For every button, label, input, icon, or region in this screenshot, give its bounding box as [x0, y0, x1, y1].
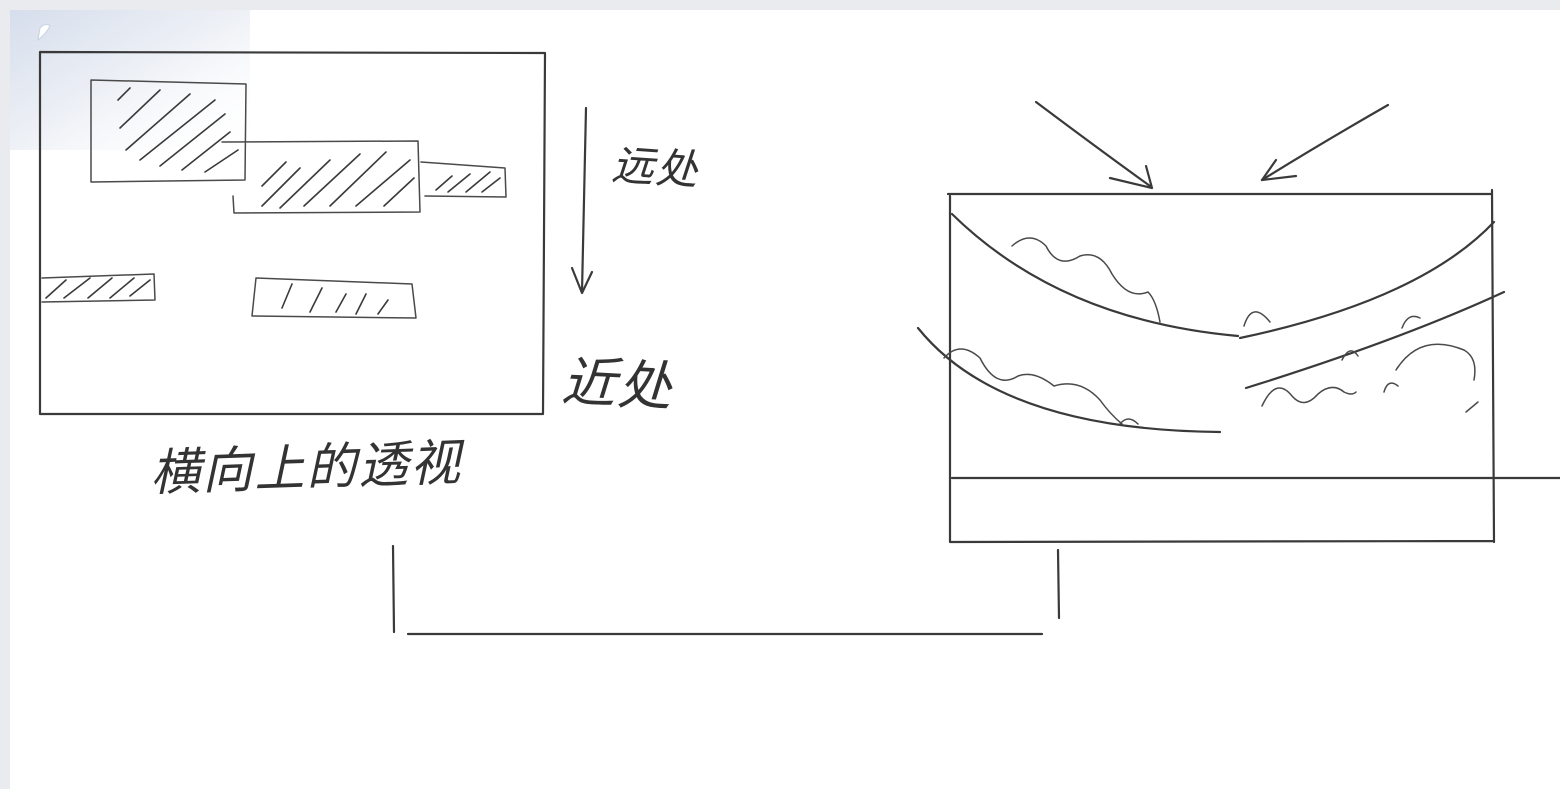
right-frame: [948, 190, 1560, 542]
label-far: 远处: [610, 131, 702, 198]
caption-horizontal-perspective: 横向上的透视: [149, 423, 463, 506]
hatched-block: [222, 141, 420, 213]
hatched-block: [42, 274, 155, 302]
label-near: 近处: [560, 337, 676, 422]
down-arrow-icon: [572, 108, 592, 293]
hatched-block: [421, 162, 506, 197]
connector-bracket: [393, 546, 1059, 634]
left-frame: [40, 52, 545, 414]
convergence-arrow-left-icon: [1036, 102, 1152, 188]
convergence-arrow-right-icon: [1262, 105, 1388, 180]
hatched-block: [91, 80, 246, 182]
landscape-curves: [918, 214, 1504, 432]
hatched-block: [252, 278, 416, 318]
